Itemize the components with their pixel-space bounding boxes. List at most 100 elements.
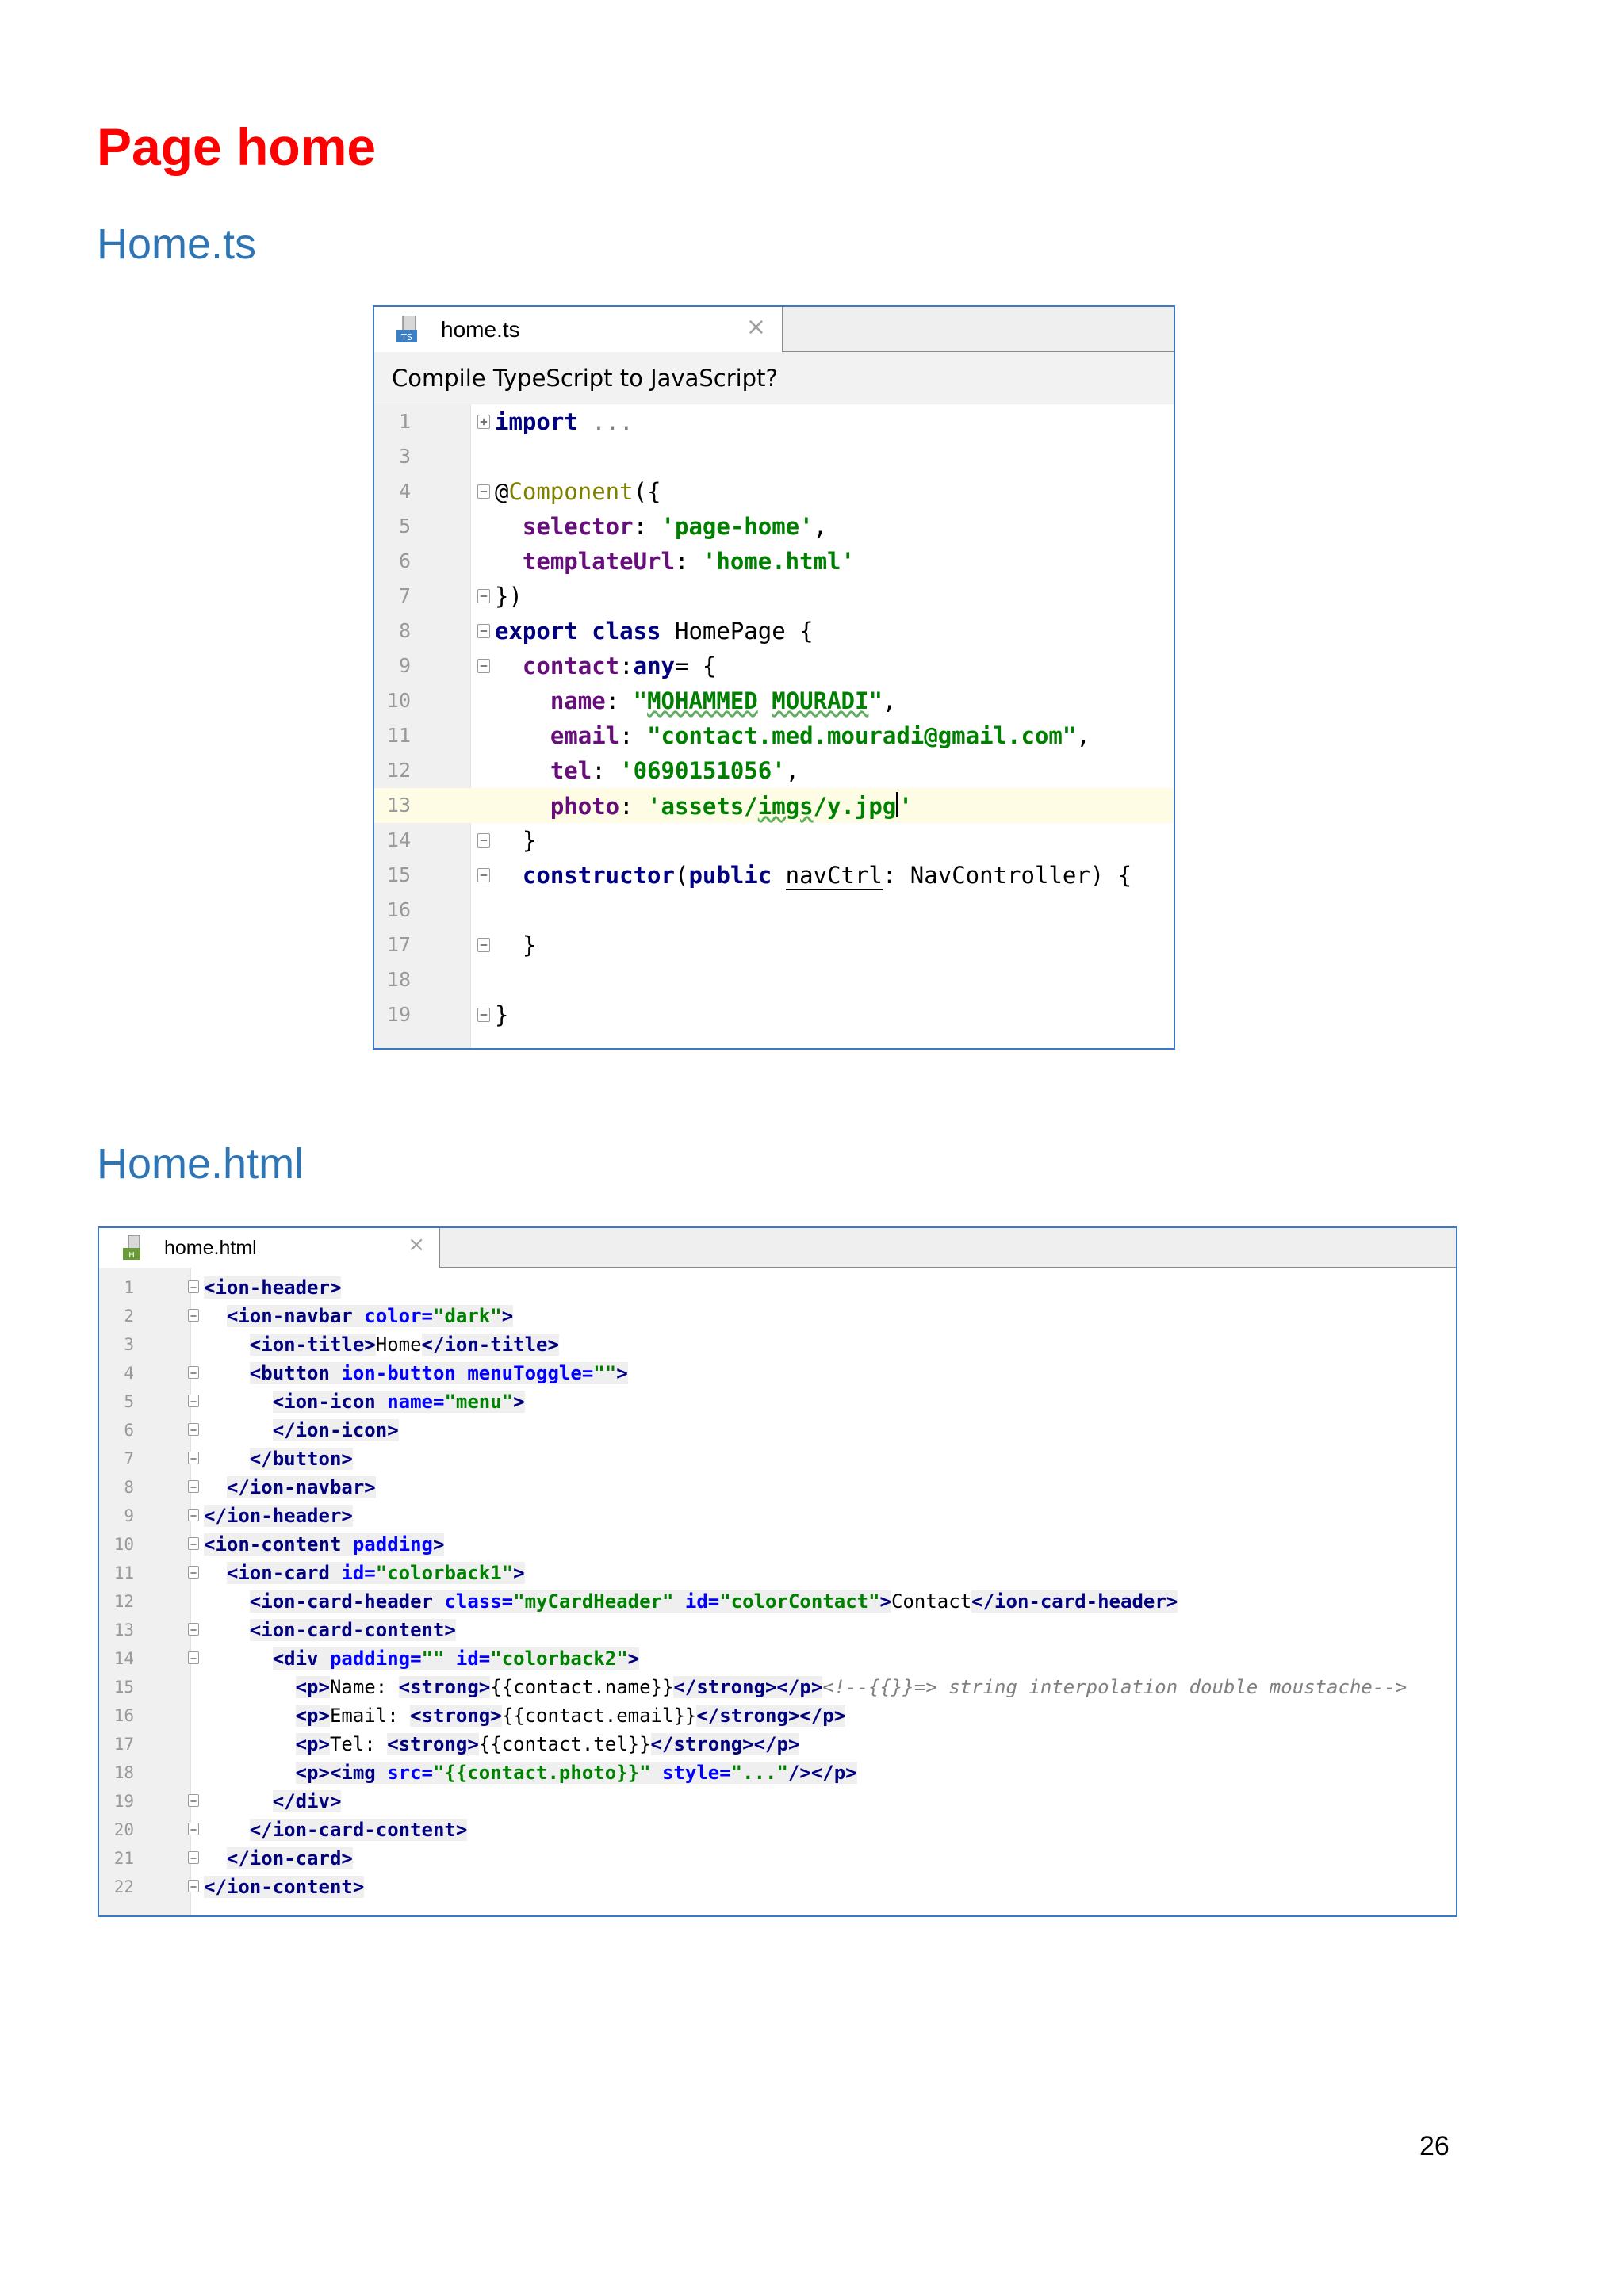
fold-collapse-icon[interactable]	[188, 1395, 199, 1407]
fold-collapse-icon[interactable]	[188, 1623, 199, 1636]
section-title-home-ts: Home.ts	[97, 220, 257, 268]
code-line[interactable]: 17 }	[374, 928, 1174, 962]
fold-collapse-icon[interactable]	[188, 1880, 199, 1892]
code-line[interactable]: 1<ion-header>	[99, 1272, 1456, 1301]
code-line[interactable]: 16 <p>Email: <strong>{{contact.email}}</…	[99, 1701, 1456, 1729]
fold-collapse-icon[interactable]	[188, 1423, 199, 1436]
code-line[interactable]: 14 <div padding="" id="colorback2">	[99, 1644, 1456, 1672]
code-token: >	[501, 1305, 514, 1327]
editor-tab-home-ts[interactable]: TS home.ts ×	[374, 307, 783, 352]
code-token: class=	[444, 1590, 514, 1613]
code-token: : NavController) {	[882, 862, 1132, 889]
code-line[interactable]: 16	[374, 893, 1174, 928]
code-line[interactable]: 20 </ion-card-content>	[99, 1815, 1456, 1843]
code-area[interactable]: 1<ion-header>2 <ion-navbar color="dark">…	[99, 1268, 1456, 1915]
code-line[interactable]: 22</ion-content>	[99, 1872, 1456, 1900]
code-line[interactable]: 21 </ion-card>	[99, 1843, 1456, 1872]
code-token: :	[619, 792, 648, 820]
code-line[interactable]: 19 </div>	[99, 1786, 1456, 1815]
fold-collapse-icon[interactable]	[188, 1280, 199, 1293]
code-line[interactable]: 15 constructor(public navCtrl: NavContro…	[374, 858, 1174, 893]
code-line[interactable]: 4@Component({	[374, 474, 1174, 509]
fold-collapse-icon[interactable]	[477, 589, 490, 603]
code-text: })	[495, 583, 523, 610]
code-token: Component	[508, 478, 634, 505]
line-number: 8	[398, 619, 411, 642]
close-icon[interactable]: ×	[408, 1233, 425, 1257]
line-number: 3	[124, 1335, 134, 1354]
code-line[interactable]: 6 templateUrl: 'home.html'	[374, 544, 1174, 579]
fold-collapse-icon[interactable]	[188, 1566, 199, 1578]
fold-collapse-icon[interactable]	[477, 484, 490, 499]
code-line[interactable]: 10<ion-content padding>	[99, 1529, 1456, 1558]
code-line[interactable]: 11 <ion-card id="colorback1">	[99, 1558, 1456, 1586]
fold-collapse-icon[interactable]	[477, 868, 490, 882]
fold-collapse-icon[interactable]	[188, 1794, 199, 1807]
code-text: @Component({	[495, 478, 661, 505]
fold-collapse-icon[interactable]	[188, 1537, 199, 1550]
code-token: </ion-content>	[204, 1876, 365, 1898]
code-line[interactable]: 9 contact:any= {	[374, 649, 1174, 683]
editor-tab-bar: H home.html ×	[99, 1228, 1456, 1268]
code-token: </ion-header>	[204, 1505, 353, 1527]
code-line[interactable]: 18	[374, 962, 1174, 997]
code-text: <ion-title>Home</ion-title>	[204, 1334, 559, 1356]
fold-collapse-icon[interactable]	[477, 833, 490, 848]
code-token: import	[495, 408, 578, 435]
line-number: 9	[124, 1506, 134, 1525]
fold-collapse-icon[interactable]	[477, 1008, 490, 1022]
compile-banner[interactable]: Compile TypeScript to JavaScript?	[374, 352, 1174, 404]
code-line[interactable]: 9 </ion-header>	[99, 1501, 1456, 1529]
fold-collapse-icon[interactable]	[188, 1851, 199, 1864]
code-line[interactable]: 12 tel: '0690151056',	[374, 753, 1174, 788]
fold-collapse-icon[interactable]	[188, 1366, 199, 1379]
fold-collapse-icon[interactable]	[188, 1823, 199, 1835]
code-text: </ion-header>	[204, 1505, 353, 1527]
code-token: <ion-card-content>	[249, 1619, 456, 1641]
code-token: ,	[813, 513, 828, 540]
code-token: "dark"	[433, 1305, 502, 1327]
code-line[interactable]: 14 }	[374, 823, 1174, 858]
code-line[interactable]: 6 </ion-icon>	[99, 1415, 1456, 1444]
code-line[interactable]: 4 <button ion-button menuToggle="">	[99, 1358, 1456, 1387]
fold-collapse-icon[interactable]	[188, 1452, 199, 1464]
code-line[interactable]: 8 </ion-navbar>	[99, 1472, 1456, 1501]
code-token: Contact	[891, 1590, 972, 1613]
code-line[interactable]: 13 <ion-card-content>	[99, 1615, 1456, 1644]
code-line[interactable]: 18 <p><img src="{{contact.photo}}" style…	[99, 1758, 1456, 1786]
code-line[interactable]: 5 <ion-icon name="menu">	[99, 1387, 1456, 1415]
code-line[interactable]: 12 <ion-card-header class="myCardHeader"…	[99, 1586, 1456, 1615]
fold-collapse-icon[interactable]	[477, 938, 490, 952]
fold-collapse-icon[interactable]	[188, 1651, 199, 1664]
line-number: 13	[386, 794, 411, 817]
fold-collapse-icon[interactable]	[188, 1309, 199, 1322]
code-token: Name:	[329, 1676, 399, 1698]
code-line[interactable]: 15 <p>Name: <strong>{{contact.name}}</st…	[99, 1672, 1456, 1701]
code-line[interactable]: 11 email: "contact.med.mouradi@gmail.com…	[374, 718, 1174, 753]
code-line[interactable]: 19}	[374, 997, 1174, 1032]
code-token: <ion-title>	[249, 1334, 376, 1356]
code-text: email: "contact.med.mouradi@gmail.com",	[495, 722, 1090, 749]
fold-expand-icon[interactable]	[477, 415, 490, 429]
code-line[interactable]: 2 <ion-navbar color="dark">	[99, 1301, 1456, 1330]
code-line[interactable]: 7 </button>	[99, 1444, 1456, 1472]
code-line[interactable]: 7})	[374, 579, 1174, 614]
code-token: Home	[375, 1334, 422, 1356]
code-line[interactable]: 3 <ion-title>Home</ion-title>	[99, 1330, 1456, 1358]
fold-collapse-icon[interactable]	[188, 1480, 199, 1493]
editor-tab-home-html[interactable]: H home.html ×	[99, 1228, 440, 1268]
close-icon[interactable]: ×	[745, 313, 766, 341]
code-text: <ion-navbar color="dark">	[204, 1305, 514, 1327]
fold-collapse-icon[interactable]	[188, 1509, 199, 1521]
code-line[interactable]: 5 selector: 'page-home',	[374, 509, 1174, 544]
code-line[interactable]: 3	[374, 439, 1174, 474]
fold-collapse-icon[interactable]	[477, 624, 490, 638]
code-line[interactable]: 17 <p>Tel: <strong>{{contact.tel}}</stro…	[99, 1729, 1456, 1758]
code-line[interactable]: 10 name: "MOHAMMED MOURADI",	[374, 683, 1174, 718]
code-line[interactable]: 13 photo: 'assets/imgs/y.jpg'	[374, 788, 1174, 823]
code-token: 'home.html'	[702, 548, 855, 575]
fold-collapse-icon[interactable]	[477, 659, 490, 673]
